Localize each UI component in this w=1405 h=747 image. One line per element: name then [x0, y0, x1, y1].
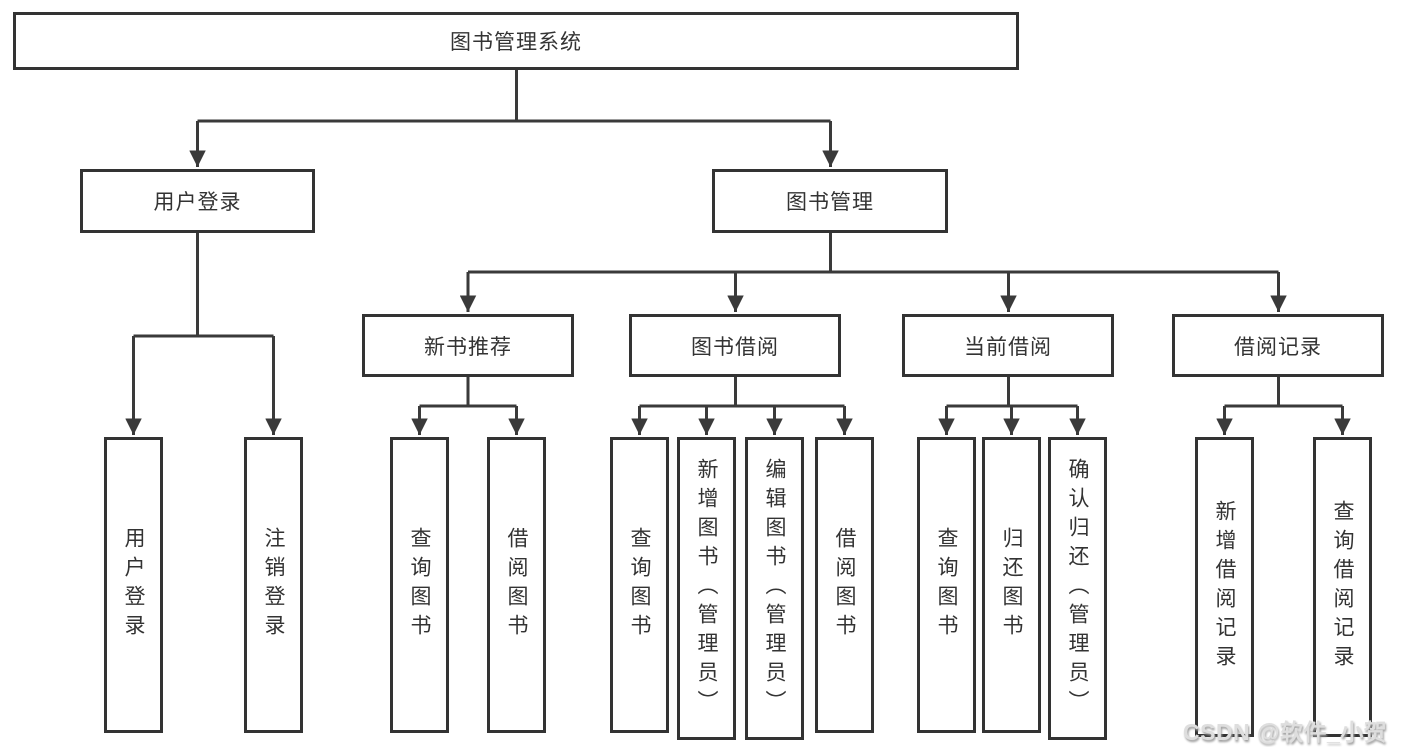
node-current-borrowing: 当前借阅: [902, 314, 1114, 377]
leaf-user-login-label: 用户登录: [122, 527, 145, 643]
node-book-borrowing-label: 图书借阅: [691, 335, 779, 359]
leaf-return-books-label: 归还图书: [1000, 527, 1023, 643]
node-user-login: 用户登录: [80, 169, 315, 233]
leaf-user-login: 用户登录: [104, 437, 163, 733]
node-book-management-label: 图书管理: [786, 191, 874, 214]
leaf-borrow-books-2: 借阅图书: [815, 437, 874, 733]
node-book-management: 图书管理: [712, 169, 948, 233]
leaf-add-books-admin: 新增图书（管理员）: [677, 437, 736, 740]
leaf-return-books: 归还图书: [982, 437, 1041, 733]
connector-book-mgmt-trunk: [468, 233, 1279, 274]
leaf-query-borrow-record-label: 查询借阅记录: [1331, 500, 1354, 674]
connector-new-book-trunk: [419, 377, 517, 408]
node-root-label: 图书管理系统: [450, 31, 582, 54]
connector-book-borrow-trunk: [639, 377, 845, 408]
leaf-query-books-2-label: 查询图书: [628, 527, 651, 643]
node-borrowing-records: 借阅记录: [1172, 314, 1384, 377]
node-user-login-label: 用户登录: [153, 191, 242, 214]
leaf-query-books-1: 查询图书: [390, 437, 449, 733]
connector-current-borrow-trunk: [946, 377, 1078, 408]
csdn-watermark: CSDN @软件_小贺同学: [1183, 719, 1388, 745]
leaf-borrow-books-2-label: 借阅图书: [833, 527, 856, 643]
connector-root-trunk: [197, 70, 831, 123]
node-new-book-recommendation-label: 新书推荐: [424, 335, 512, 359]
leaf-query-books-3-label: 查询图书: [935, 527, 958, 643]
leaf-logout-label: 注销登录: [262, 527, 285, 643]
leaf-confirm-return-admin: 确认归还（管理员）: [1048, 437, 1107, 740]
node-new-book-recommendation: 新书推荐: [362, 314, 574, 377]
leaf-borrow-books-1-label: 借阅图书: [505, 527, 528, 643]
node-root: 图书管理系统: [13, 12, 1019, 70]
node-current-borrowing-label: 当前借阅: [964, 335, 1052, 359]
leaf-query-books-3: 查询图书: [917, 437, 976, 733]
leaf-add-borrow-record-label: 新增借阅记录: [1213, 500, 1236, 674]
leaf-edit-books-admin: 编辑图书（管理员）: [745, 437, 804, 740]
node-book-borrowing: 图书借阅: [629, 314, 841, 377]
leaf-add-borrow-record: 新增借阅记录: [1195, 437, 1254, 737]
leaf-query-books-1-label: 查询图书: [408, 527, 431, 643]
leaf-add-books-admin-label: 新增图书（管理员）: [695, 458, 718, 719]
node-borrowing-records-label: 借阅记录: [1234, 335, 1322, 359]
leaf-query-borrow-record: 查询借阅记录: [1313, 437, 1372, 737]
leaf-borrow-books-1: 借阅图书: [487, 437, 546, 733]
connector-user-login-trunk: [133, 233, 274, 338]
connector-borrow-records-trunk: [1224, 377, 1343, 408]
leaf-edit-books-admin-label: 编辑图书（管理员）: [763, 458, 786, 719]
leaf-query-books-2: 查询图书: [610, 437, 669, 733]
leaf-confirm-return-admin-label: 确认归还（管理员）: [1066, 458, 1089, 719]
leaf-logout: 注销登录: [244, 437, 303, 733]
